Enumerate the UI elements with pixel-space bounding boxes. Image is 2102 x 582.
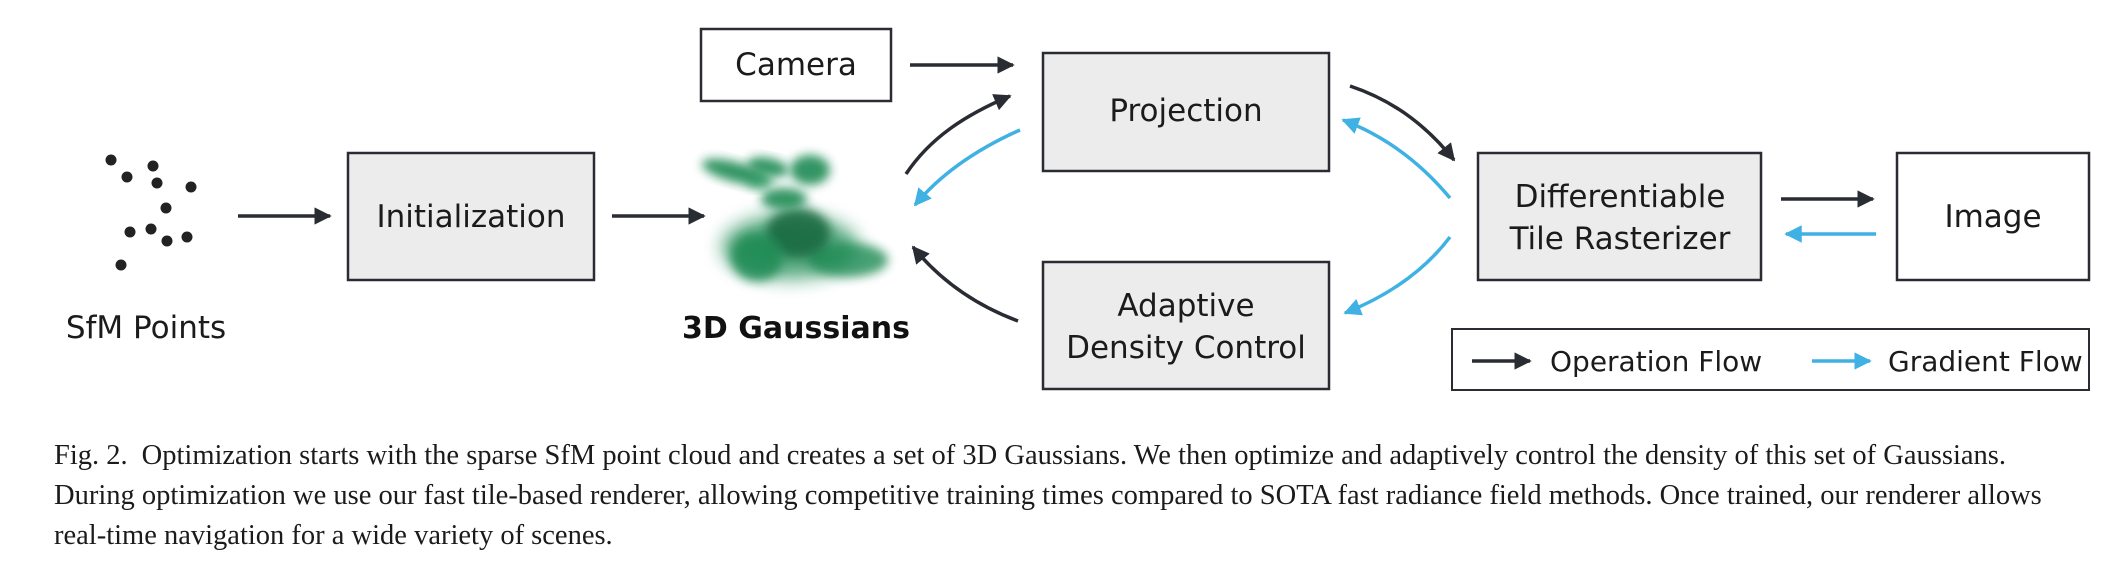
gradient-rasterizer-to-projection — [1341, 117, 1452, 200]
gaussians-label: 3D Gaussians — [682, 311, 910, 346]
arrow-gaussians-to-projection — [904, 94, 1012, 175]
initialization-label: Initialization — [376, 199, 565, 235]
initialization-box: Initialization — [346, 151, 596, 282]
caption-label: Fig. 2. — [54, 440, 128, 471]
image-box: Image — [1895, 151, 2091, 282]
camera-box: Camera — [699, 27, 893, 103]
camera-label: Camera — [735, 47, 857, 83]
rasterizer-box: Differentiable Tile Rasterizer — [1476, 151, 1763, 282]
gradient-rasterizer-to-adaptive — [1343, 235, 1452, 316]
adaptive-label-line1: Adaptive — [1117, 288, 1254, 324]
legend: Operation Flow Gradient Flow — [1451, 328, 2090, 391]
adaptive-label-line2: Density Control — [1066, 330, 1306, 366]
image-label: Image — [1944, 199, 2041, 235]
projection-label: Projection — [1109, 93, 1262, 129]
projection-box: Projection — [1041, 51, 1331, 173]
adaptive-density-control-box: Adaptive Density Control — [1041, 260, 1331, 391]
caption-text: Optimization starts with the sparse SfM … — [54, 440, 2042, 551]
sfm-point-cloud-icon — [105, 154, 197, 271]
sfm-points-label: SfM Points — [66, 310, 226, 346]
gaussians-blob-icon — [702, 155, 888, 281]
rasterizer-label-line1: Differentiable — [1515, 179, 1726, 215]
legend-operation-label: Operation Flow — [1550, 345, 1762, 378]
legend-gradient-label: Gradient Flow — [1888, 345, 2083, 378]
rasterizer-label-line2: Tile Rasterizer — [1509, 221, 1731, 257]
arrow-adaptive-to-gaussians — [911, 245, 1019, 323]
gradient-projection-to-gaussians — [913, 128, 1021, 207]
arrow-projection-to-rasterizer — [1349, 84, 1456, 162]
figure-caption: Fig. 2.Optimization starts with the spar… — [54, 436, 2090, 556]
